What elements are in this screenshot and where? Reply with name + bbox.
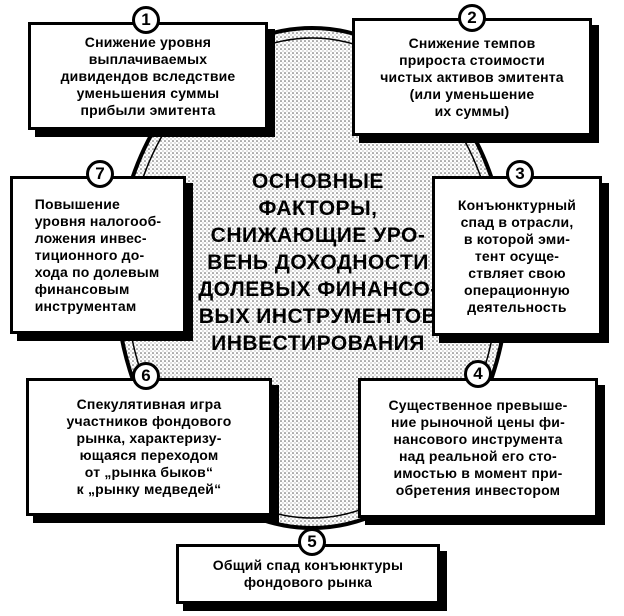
factor-text-2: Снижение темпов прироста стоимости чисты… bbox=[380, 34, 564, 119]
factor-text-3: Конъюнктурный спад в отрасли, в которой … bbox=[457, 196, 577, 315]
factor-number-5: 5 bbox=[298, 528, 326, 556]
factor-number-7: 7 bbox=[86, 160, 114, 188]
factor-number-3: 3 bbox=[506, 160, 534, 188]
factor-text-1: Снижение уровня выплачиваемых дивидендов… bbox=[60, 33, 236, 118]
factor-number-2: 2 bbox=[458, 4, 486, 32]
factor-number-4: 4 bbox=[464, 360, 492, 388]
factor-text-5: Общий спад конъюнктуры фондового рынка bbox=[212, 557, 404, 590]
factor-text-6: Спекулятивная игра участников фондового … bbox=[66, 396, 232, 497]
factor-number-1: 1 bbox=[132, 6, 160, 34]
factor-box-2: Снижение темпов прироста стоимости чисты… bbox=[352, 18, 592, 136]
factor-box-7: Повышение уровня налогооб- ложения инвес… bbox=[10, 176, 186, 334]
factor-box-6: Спекулятивная игра участников фондового … bbox=[26, 378, 272, 516]
factor-box-4: Существенное превыше- ние рыночной цены … bbox=[358, 378, 598, 518]
factor-box-3: Конъюнктурный спад в отрасли, в которой … bbox=[432, 176, 602, 336]
factor-box-1: Снижение уровня выплачиваемых дивидендов… bbox=[28, 22, 268, 130]
factor-text-7: Повышение уровня налогооб- ложения инвес… bbox=[34, 195, 162, 314]
factor-text-4: Существенное превыше- ние рыночной цены … bbox=[388, 397, 568, 498]
factor-number-6: 6 bbox=[132, 362, 160, 390]
diagram-title: ОСНОВНЫЕ ФАКТОРЫ, СНИЖАЮЩИЕ УРО- ВЕНЬ ДО… bbox=[198, 170, 438, 355]
